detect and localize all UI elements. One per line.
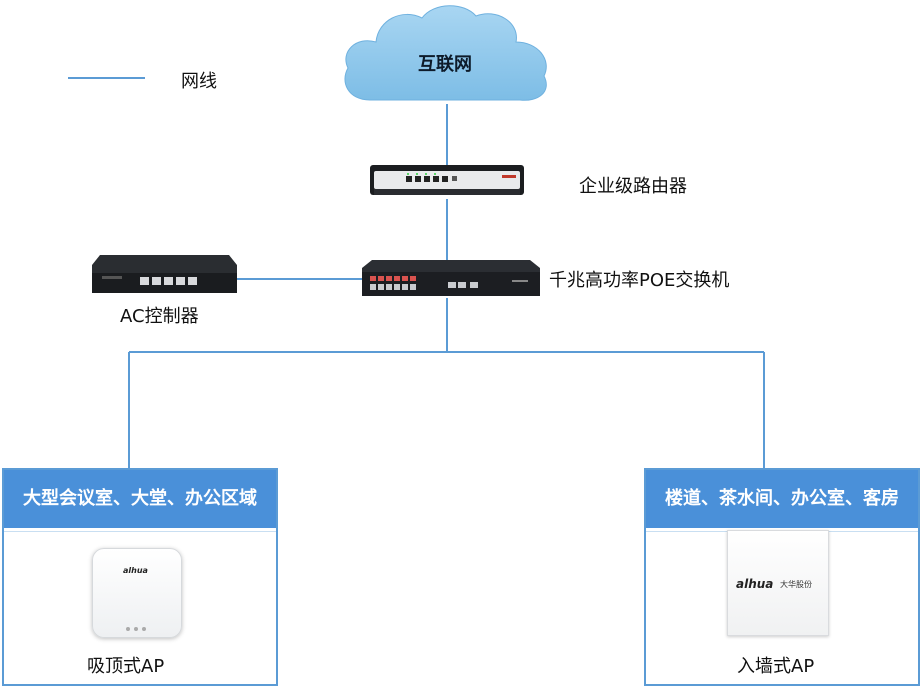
router-device-icon — [370, 165, 524, 195]
ap-led-icon — [134, 627, 138, 631]
ac-controller-device-icon — [92, 255, 237, 293]
wall-ap-brand: alhua — [736, 577, 774, 591]
wall-ap-brand-cn: 大华股份 — [780, 580, 812, 589]
poe-switch-device-icon — [362, 260, 540, 296]
wall-ap-device-icon: alhua 大华股份 — [727, 530, 829, 636]
right-area-title: 楼道、茶水间、办公室、客房 — [646, 470, 918, 528]
ap-led-icon — [142, 627, 146, 631]
legend-label: 网线 — [181, 71, 217, 92]
internet-cloud-icon — [344, 5, 547, 101]
left-area-title: 大型会议室、大堂、办公区域 — [4, 470, 276, 528]
router-label: 企业级路由器 — [579, 176, 687, 197]
ap-led-icon — [126, 627, 130, 631]
ceiling-ap-label: 吸顶式AP — [87, 656, 165, 677]
wall-ap-label: 入墙式AP — [737, 656, 815, 677]
ac-controller-label: AC控制器 — [120, 306, 199, 327]
ceiling-ap-brand: alhua — [123, 566, 148, 575]
internet-label: 互联网 — [418, 54, 472, 75]
switch-label: 千兆高功率POE交换机 — [549, 270, 730, 291]
ceiling-ap-device-icon: alhua — [92, 548, 182, 638]
left-area-divider — [4, 531, 276, 532]
